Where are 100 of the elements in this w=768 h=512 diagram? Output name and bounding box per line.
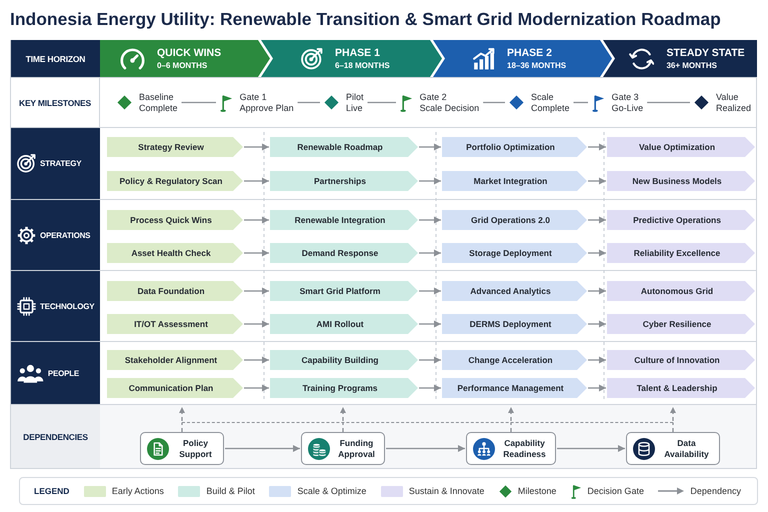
legend-label: Build & Pilot (206, 486, 255, 496)
activity-banner: Capability Building (270, 350, 418, 370)
legend-label: Scale & Optimize (297, 486, 366, 496)
activity-banner: Advanced Analytics (442, 281, 587, 301)
dependency-box (626, 432, 720, 465)
arrow (419, 250, 441, 256)
activity-banner: Grid Operations 2.0 (442, 210, 587, 230)
activity-banner: Culture of Innovation (607, 350, 755, 370)
arrow (244, 144, 269, 150)
activity-banner: Portfolio Optimization (442, 137, 587, 157)
legend-label: Early Actions (112, 486, 164, 496)
dashed-line (181, 422, 183, 432)
arrow (386, 445, 465, 452)
milestone-label: Scale Complete (531, 92, 570, 114)
dashed-line (342, 422, 344, 432)
arrow (588, 250, 606, 256)
arrow (588, 384, 606, 392)
swimlane-row (10, 200, 757, 271)
activity-banner: Stakeholder Alignment (107, 350, 243, 370)
swimlane-row (10, 128, 757, 200)
milestone-label: Gate 3 (612, 92, 640, 102)
legend-label: Sustain & Innovate (408, 486, 484, 496)
connector-line (298, 102, 320, 104)
row-title: OPERATIONS (40, 230, 90, 240)
activity-banner: AMI Rollout (270, 314, 418, 334)
arrow (225, 445, 300, 452)
phase-duration: 18–36 MONTHS (507, 61, 566, 70)
arrow (588, 216, 606, 224)
arrow (419, 356, 441, 364)
legend-title: LEGEND (34, 486, 70, 496)
phase-duration: 0–6 MONTHS (156, 61, 208, 70)
milestone-label: Baseline Complete (139, 92, 178, 114)
milestone-label: Scale Decision (420, 102, 480, 114)
activity-banner: New Business Models (607, 171, 755, 191)
arrow (419, 288, 441, 294)
dependency-label: Funding Approval (337, 438, 376, 459)
activity-banner: Smart Grid Platform (270, 281, 418, 301)
phase-duration: 6–18 MONTHS (335, 61, 390, 70)
activity-banner: Storage Deployment (442, 243, 587, 263)
phase-title: PHASE 2 (507, 47, 553, 59)
row-title: TIME HORIZON (26, 54, 86, 64)
arrow (244, 320, 269, 328)
milestone-label: Gate 1 (240, 92, 268, 102)
arrow (419, 320, 441, 328)
swimlane-row (10, 271, 757, 342)
dashed-arrow (179, 407, 185, 421)
arrow (419, 384, 441, 392)
dashed-arrow (508, 407, 514, 421)
phase-banner (603, 40, 757, 77)
dependency-label: Capability Readiness (502, 438, 547, 459)
activity-banner: Process Quick Wins (107, 210, 243, 230)
row-title: TECHNOLOGY (40, 302, 94, 310)
activity-banner: Policy & Regulatory Scan (107, 171, 243, 191)
dashed-line (510, 422, 512, 432)
activity-banner: Renewable Integration (270, 210, 418, 230)
activity-banner: Autonomous Grid (607, 281, 755, 301)
dependency-label: Policy Support (178, 438, 213, 459)
milestone-label: Approve Plan (240, 102, 294, 114)
activity-banner: Predictive Operations (607, 210, 755, 230)
arrow (244, 356, 269, 364)
arrow (419, 216, 441, 224)
activity-banner: Performance Management (442, 378, 587, 398)
legend-label: Milestone (518, 486, 556, 496)
milestone-label: Gate 2 (420, 92, 448, 102)
phase-banner (100, 40, 270, 77)
activity-banner: Training Programs (270, 378, 418, 398)
dashed-arrow (670, 407, 676, 421)
swimlane-row (10, 342, 757, 405)
activity-banner: Value Optimization (607, 137, 755, 157)
milestone-label: Go-Live (612, 102, 644, 114)
activity-banner: Demand Response (270, 243, 418, 263)
arrow (244, 216, 269, 224)
dependency-row (10, 405, 757, 469)
arrow (588, 178, 606, 184)
arrow (419, 178, 441, 184)
milestone-label: Value Realized (716, 92, 752, 114)
activity-banner: DERMS Deployment (442, 314, 587, 334)
activity-banner: Asset Health Check (107, 243, 243, 263)
phase-title: STEADY STATE (666, 47, 745, 59)
dependency-box (301, 432, 385, 465)
dashed-bus-line (182, 422, 673, 423)
activity-banner: Talent & Leadership (607, 378, 755, 398)
activity-banner: Renewable Roadmap (270, 137, 418, 157)
row-title: PEOPLE (48, 368, 80, 378)
arrow (557, 445, 625, 452)
connector-line (483, 102, 505, 104)
activity-banner: Change Acceleration (442, 350, 587, 370)
connector-line (182, 102, 216, 104)
row-title: KEY MILESTONES (19, 98, 91, 108)
dashed-line (672, 422, 674, 432)
arrow (419, 144, 441, 150)
dashed-arrow (340, 407, 346, 421)
connector-line (574, 102, 588, 104)
milestone-row (10, 78, 757, 128)
row-title: STRATEGY (40, 159, 82, 168)
phase-banner (433, 40, 612, 77)
milestone-label: Pilot Live (346, 92, 364, 114)
dependency-label: Data Availability (663, 438, 710, 459)
activity-banner: Market Integration (442, 171, 587, 191)
arrow (588, 144, 606, 150)
